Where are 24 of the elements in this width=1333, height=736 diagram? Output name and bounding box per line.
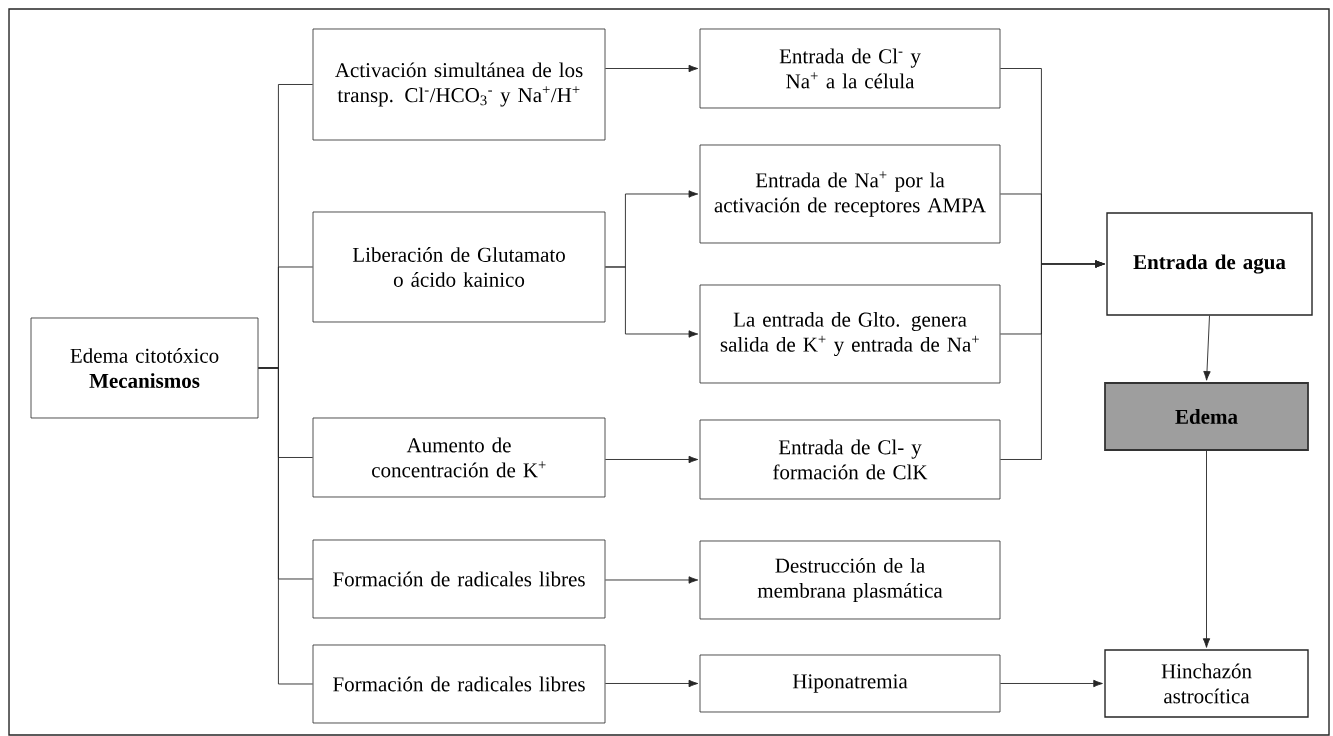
process-box: Formación de radicales libres <box>312 644 606 724</box>
highlight-box: Edema <box>1104 382 1309 451</box>
process-box: Destrucción de la membrana plasmática <box>699 540 1001 620</box>
process-box: Entrada de agua <box>1106 212 1313 316</box>
process-box: Aumento de concentración de K$^{+}$ <box>312 417 606 498</box>
process-box: Liberación de Glutamato o ácido kainico <box>312 211 606 323</box>
process-box: Edema citotóxico Mecanismos <box>30 317 259 419</box>
process-box: Activación simultánea de los transp. Cl$^{-}$/HCO$_{3}$$^{-}$ y Na$^{+}$/H$^{+}$ <box>312 28 606 141</box>
process-box: Entrada de Na$^{+}$ por la activación de receptores AMPA <box>699 144 1001 244</box>
process-box: Hiponatremia <box>699 654 1001 713</box>
process-box: Entrada de Cl- y formación de ClK <box>699 419 1001 500</box>
arrow <box>604 64 699 73</box>
arrow <box>604 455 699 464</box>
process-box: Hinchazón astrocítica <box>1104 649 1309 718</box>
arrow <box>604 679 699 688</box>
arrow <box>1203 315 1211 381</box>
arrow <box>604 266 699 338</box>
arrow <box>999 679 1103 688</box>
process-box: Entrada de Cl$^{-}$ y Na$^{+}$ a la célula <box>699 28 1001 109</box>
process-box: Formación de radicales libres <box>312 539 606 619</box>
arrow <box>999 260 1105 460</box>
arrow <box>604 576 699 584</box>
arrow <box>1202 450 1211 648</box>
process-box: La entrada de Glto. genera salida de K$^{+}$ y entrada de Na$^{+}$ <box>699 284 1001 384</box>
